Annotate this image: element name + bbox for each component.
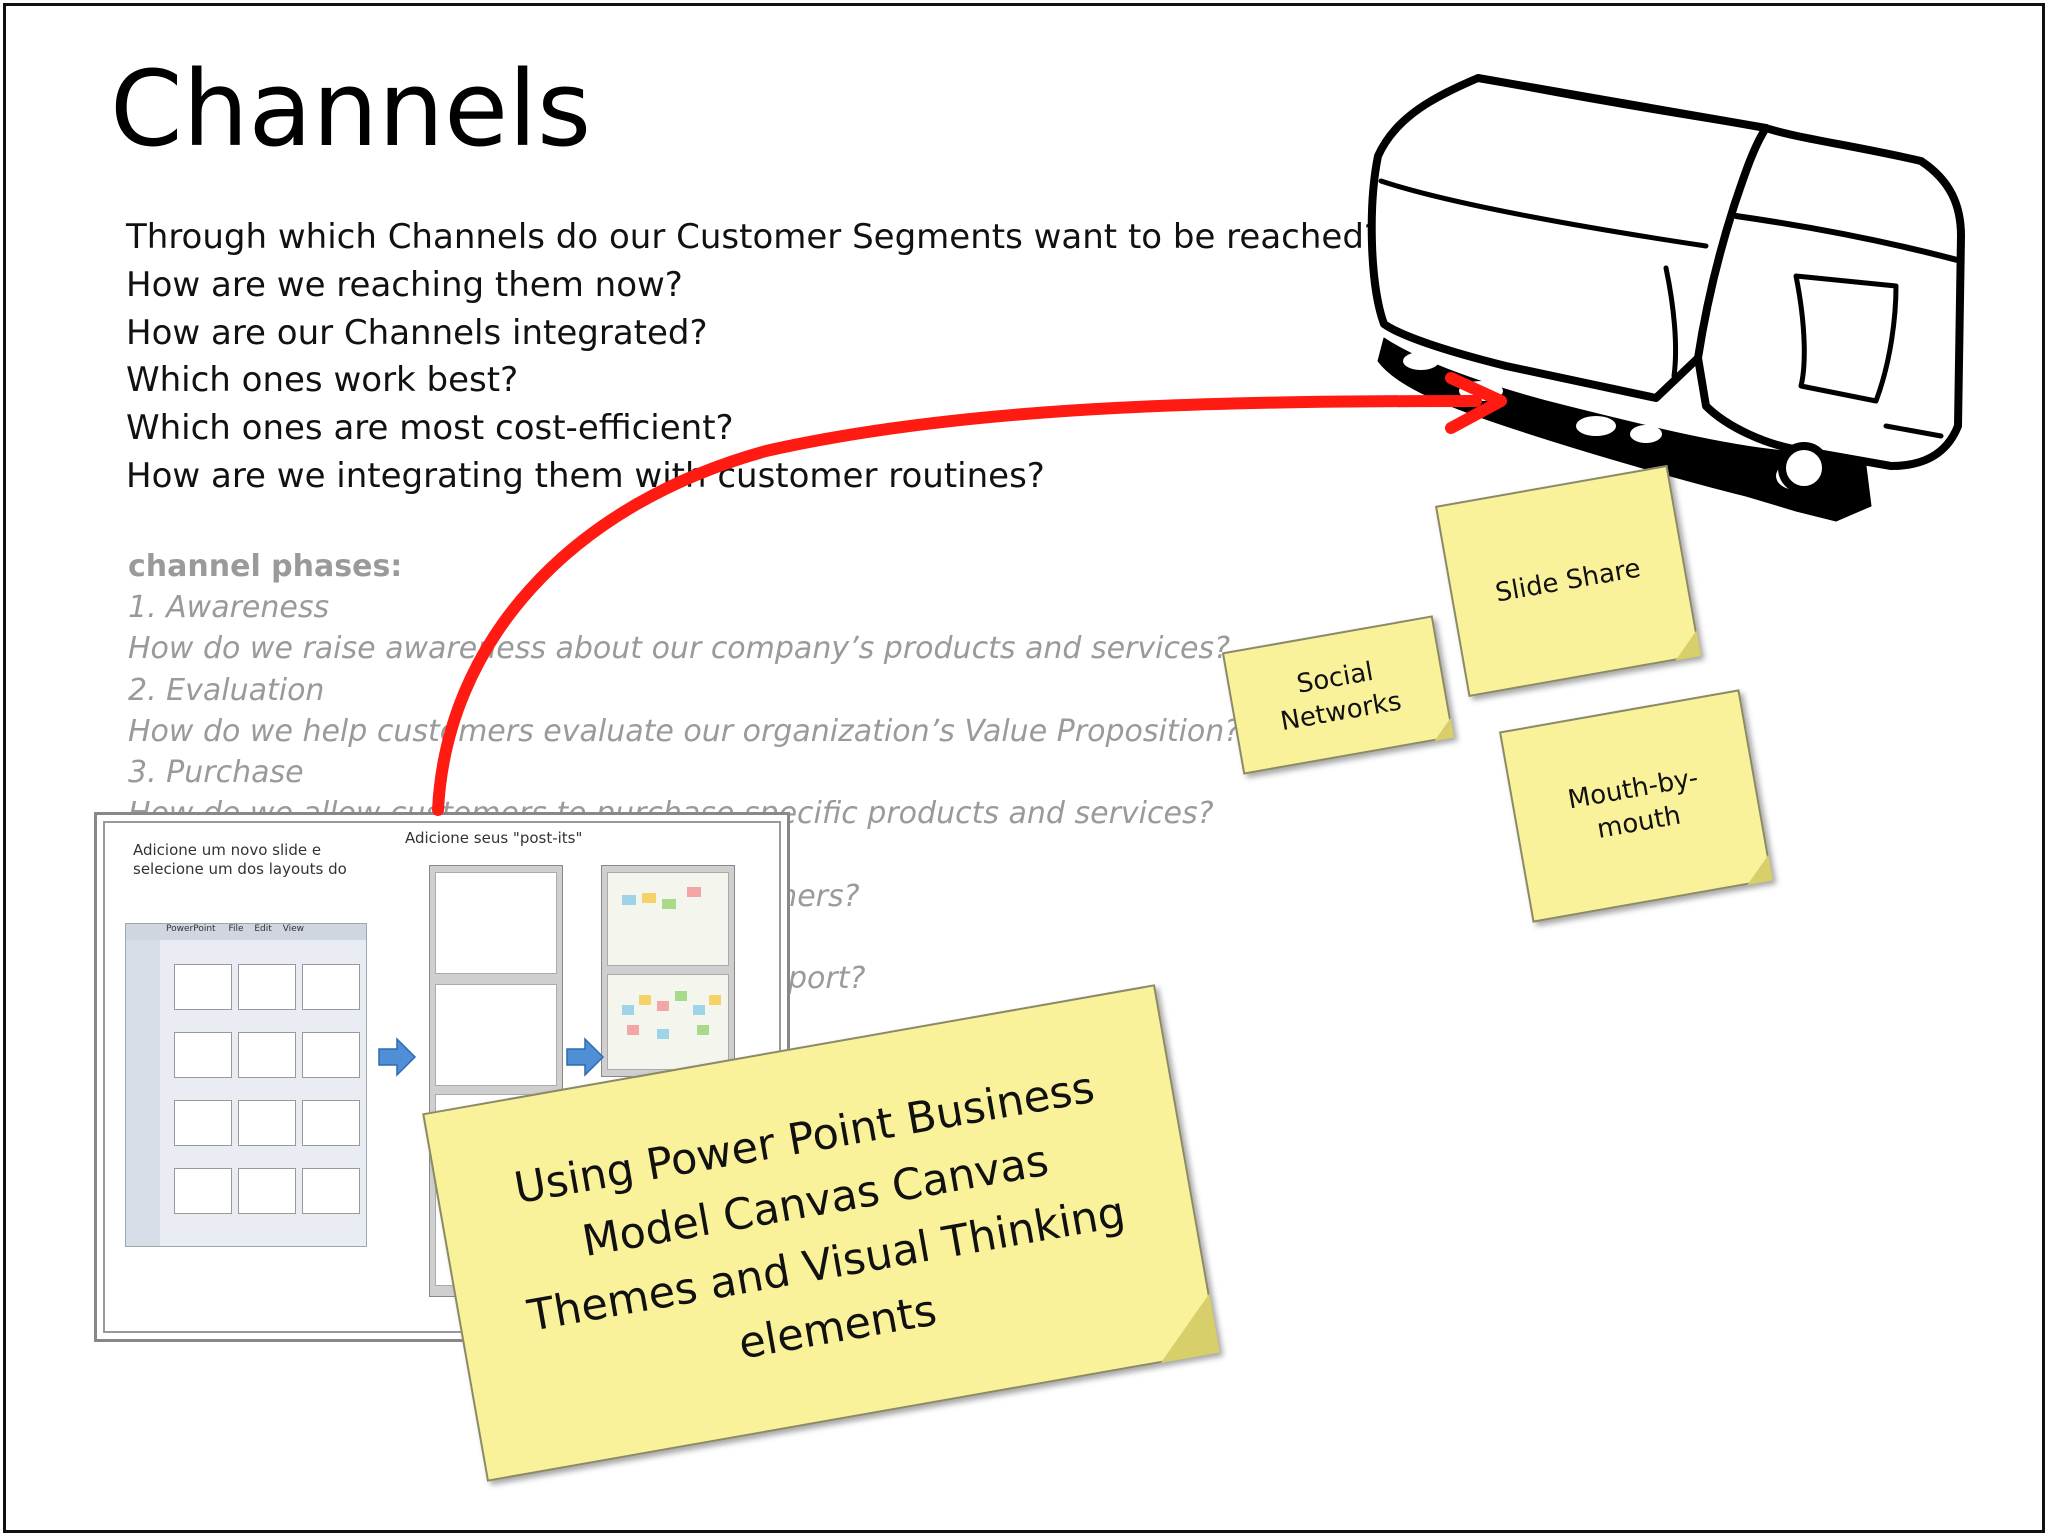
question-item: How are we reaching them now?: [126, 264, 683, 305]
layout-thumb: [238, 1032, 296, 1078]
phases-heading: channel phases:: [128, 549, 403, 584]
mini-app-window: PowerPoint File Edit View: [125, 923, 367, 1247]
note-fold: [1150, 1293, 1220, 1363]
phase-line: 1. Awareness: [128, 590, 330, 626]
sticky-note-text: Mouth-by-mouth: [1565, 763, 1701, 845]
mini-menu-file: File: [228, 924, 244, 934]
mini-menu-view: View: [282, 924, 305, 934]
mini-menu-edit: Edit: [254, 924, 272, 934]
screenshot-caption-right: Adicione seus "post-its": [405, 829, 583, 847]
layout-thumb: [174, 1032, 232, 1078]
layout-thumb: [238, 1168, 296, 1214]
question-item: How are our Channels integrated?: [126, 312, 708, 353]
question-item: How are we integrating them with custome…: [126, 455, 1045, 496]
mini-app-name: PowerPoint: [166, 924, 216, 934]
question-item: Which ones work best?: [126, 360, 519, 401]
sticky-note-text: Social Networks: [1278, 656, 1404, 738]
layout-thumb: [238, 964, 296, 1010]
slide-title: Channels: [110, 48, 592, 170]
layout-thumb: [302, 964, 360, 1010]
phase-line: port?: [788, 961, 866, 997]
screenshot-caption-left: Adicione um novo slide e selecione um do…: [133, 841, 347, 878]
layout-thumb: [174, 1100, 232, 1146]
phase-line: How do we help customers evaluate our or…: [128, 713, 1241, 749]
question-item: Which ones are most cost-efficient?: [126, 408, 734, 449]
red-curved-arrow-icon: [432, 372, 1507, 816]
truck-icon: [1367, 74, 1965, 522]
layout-thumb: [302, 1100, 360, 1146]
layout-thumb: [174, 1168, 232, 1214]
questions-list: Through which Channels do our Customer S…: [126, 214, 1382, 501]
sticky-note-text: Using Power Point Business Model Canvas …: [510, 1062, 1129, 1370]
layout-thumb: [238, 1100, 296, 1146]
phase-line: 2. Evaluation: [128, 672, 325, 708]
layout-thumb: [302, 1168, 360, 1214]
note-fold: [1742, 854, 1773, 885]
question-item: Through which Channels do our Customer S…: [126, 217, 1382, 257]
powerpoint-screenshot: Adicione um novo slide e selecione um do…: [94, 812, 790, 1342]
sticky-note-text: Slide Share: [1493, 553, 1643, 609]
note-fold: [1430, 717, 1455, 741]
phase-line: How do we raise awareness about our comp…: [128, 631, 1230, 667]
layout-thumb: [302, 1032, 360, 1078]
layout-thumb: [174, 964, 232, 1010]
slide: Channels Through which Channels do our C…: [3, 3, 2045, 1533]
red-arrow-layer: [432, 372, 1507, 816]
sticky-note-slide-share: Slide Share: [1434, 464, 1702, 698]
truck-drawing: [1367, 74, 1965, 522]
screenshot-arrows: [378, 887, 721, 1077]
mini-side-panel: [126, 940, 160, 1246]
mini-menu-bar: PowerPoint File Edit View: [126, 924, 366, 940]
blue-arrow-icon: [378, 1037, 417, 1077]
phase-line: 3. Purchase: [128, 755, 304, 791]
note-fold: [1670, 630, 1702, 661]
blue-arrow-icon: [566, 1037, 605, 1077]
